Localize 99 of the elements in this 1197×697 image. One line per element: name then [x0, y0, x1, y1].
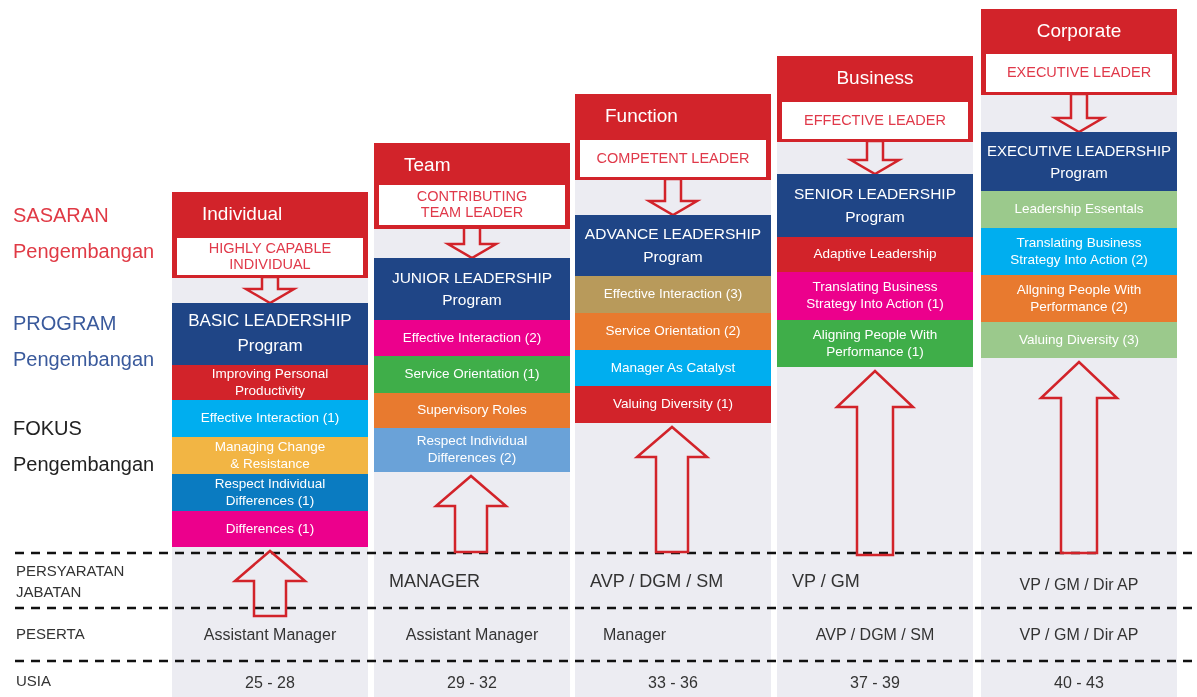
focus-box: [172, 400, 368, 437]
target-title: EXECUTIVE LEADER: [1006, 65, 1152, 81]
block-arrow: [241, 275, 299, 305]
target-title: HIGHLY CAPABLE INDIVIDUAL: [207, 240, 333, 273]
table-cell-text: 29 - 32: [446, 673, 498, 692]
table-cell-text: AVP / DGM / SM: [814, 625, 936, 644]
focus-box: [374, 428, 570, 472]
focus-box: [981, 322, 1177, 358]
focus-topic: Managing Change & Resistance: [214, 438, 326, 473]
level-header-box: [575, 94, 771, 180]
table-cell-text: 40 - 43: [1053, 673, 1105, 692]
focus-box: [575, 313, 771, 350]
program-title: JUNIOR LEADERSHIP Program: [390, 267, 554, 310]
program-box: [981, 132, 1177, 191]
row-heading: PROGRAM Pengembangan: [13, 311, 156, 372]
focus-topic: Effective Interaction (1): [200, 410, 340, 427]
level-header-box: [777, 56, 973, 142]
focus-box: [777, 320, 973, 367]
focus-topic: Valuing Diversity (1): [613, 396, 733, 413]
level-title: Business: [835, 67, 915, 89]
program-title: EXECUTIVE LEADERSHIP Program: [985, 140, 1173, 183]
focus-topic: Improving Personal Productivity: [210, 365, 330, 400]
focus-topic: Adaptive Leadership: [813, 246, 937, 263]
focus-topic: Allgning People With Performance (2): [1015, 281, 1143, 316]
focus-topic: Service Orientation (2): [605, 323, 741, 340]
level-header-box: [981, 9, 1177, 95]
row-heading: PERSYARATAN JABATAN: [16, 561, 126, 602]
block-arrow: [231, 549, 309, 618]
table-cell-text: VP / GM / Dir AP: [1018, 575, 1140, 594]
focus-box: [575, 276, 771, 313]
focus-topic: Manager As Catalyst: [610, 359, 736, 377]
focus-box: [575, 350, 771, 386]
focus-box: [172, 365, 368, 400]
table-cell-text: AVP / DGM / SM: [590, 570, 724, 592]
focus-topic: Translating Business Strategy Into Action (2): [1009, 234, 1149, 269]
program-box: [374, 258, 570, 320]
target-title: CONTRIBUTING TEAM LEADER: [415, 189, 529, 221]
focus-box: [981, 228, 1177, 275]
target-box: [175, 236, 365, 277]
level-title: Team: [404, 154, 451, 176]
program-box: [575, 215, 771, 276]
focus-box: [981, 191, 1177, 228]
table-cell-text: 33 - 36: [647, 673, 699, 692]
focus-box: [777, 272, 973, 320]
focus-box: [172, 511, 368, 547]
block-arrow: [644, 177, 702, 217]
focus-topic: Respect Individual Differences (2): [415, 433, 529, 467]
focus-box: [374, 320, 570, 356]
focus-box: [374, 393, 570, 428]
row-heading: SASARAN Pengembangan: [13, 203, 156, 264]
program-title: BASIC LEADERSHIP Program: [187, 310, 353, 357]
level-header-box: [374, 143, 570, 229]
focus-topic: Valuing Diversity (3): [1019, 331, 1139, 349]
program-box: [172, 303, 368, 365]
level-title: Corporate: [1035, 20, 1123, 42]
program-title: ADVANCE LEADERSHIP Program: [583, 224, 763, 267]
target-box: [377, 183, 567, 227]
target-title: EFFECTIVE LEADER: [804, 112, 946, 129]
focus-topic: Service Orientation (1): [404, 366, 540, 383]
level-title: Function: [605, 105, 678, 127]
focus-box: [575, 386, 771, 423]
focus-topic: Respect Individual Differences (1): [213, 475, 327, 510]
block-arrow: [633, 425, 711, 554]
block-arrow: [1050, 92, 1108, 134]
focus-topic: Effective Interaction (3): [603, 286, 743, 303]
row-heading: PESERTA: [16, 625, 85, 643]
table-cell-text: Assistant Manager: [202, 625, 338, 644]
block-arrow: [846, 139, 904, 176]
block-arrow: [432, 474, 510, 554]
focus-box: [172, 437, 368, 474]
block-arrow: [833, 369, 917, 557]
focus-topic: Effective Interaction (2): [402, 329, 542, 347]
focus-box: [374, 356, 570, 393]
focus-topic: Differences (1): [225, 520, 315, 538]
focus-topic: Aligning People With Performance (1): [811, 326, 939, 361]
row-heading: USIA: [16, 672, 51, 690]
level-title: Individual: [202, 203, 283, 225]
focus-topic: Supervisory Roles: [417, 402, 527, 419]
row-heading: FOKUS Pengembangan: [13, 416, 156, 477]
target-box: [984, 52, 1174, 94]
focus-topic: Translating Business Strategy Into Action (1): [805, 279, 945, 313]
focus-box: [981, 275, 1177, 322]
program-box: [777, 174, 973, 237]
level-header-box: [172, 192, 368, 278]
target-box: [780, 100, 970, 141]
table-cell-text: Assistant Manager: [404, 625, 540, 644]
table-cell-text: 25 - 28: [244, 673, 296, 692]
target-title: COMPETENT LEADER: [596, 150, 750, 167]
block-arrow: [1037, 360, 1121, 555]
table-cell-text: VP / GM: [792, 570, 860, 592]
focus-topic: Leadership Essentals: [1014, 201, 1144, 218]
table-cell-text: 37 - 39: [849, 673, 901, 692]
program-title: SENIOR LEADERSHIP Program: [793, 184, 957, 227]
focus-box: [777, 237, 973, 272]
table-cell-text: MANAGER: [389, 570, 480, 592]
focus-box: [172, 474, 368, 511]
table-cell-text: Manager: [603, 625, 667, 644]
table-cell-text: VP / GM / Dir AP: [1018, 625, 1140, 644]
target-box: [578, 138, 768, 179]
